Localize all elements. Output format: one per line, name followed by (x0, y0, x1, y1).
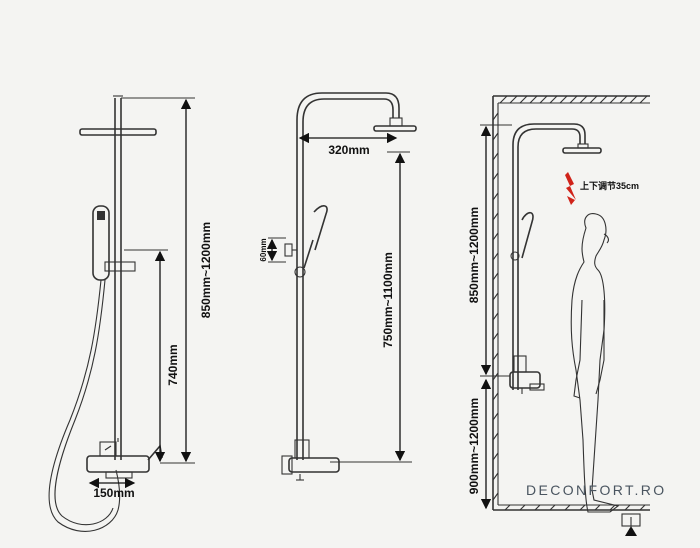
left-dim-lines (88, 97, 195, 489)
right-shower-column (509, 123, 602, 394)
left-hand-shower (48, 205, 136, 532)
middle-holder-size-label: 60mm (259, 238, 268, 261)
right-view: 上下调节35cm 850mm~1200mm 900mm~1200mm (467, 95, 650, 536)
left-height-range-label: 850mm~1200mm (199, 222, 213, 318)
middle-dim-lines (266, 132, 412, 463)
brand-watermark: DECONFORT.RO (526, 482, 667, 498)
right-dim-lines (480, 124, 512, 510)
right-upper-range-label: 850mm~1200mm (467, 207, 481, 303)
left-shower-column (79, 95, 157, 460)
middle-view: 320mm 60mm 750mm~1100mm (259, 92, 417, 481)
middle-arm-length-label: 320mm (328, 143, 369, 157)
red-zigzag-arrow-icon (565, 172, 576, 205)
right-lower-range-label: 900mm~1200mm (467, 398, 481, 494)
left-mixer-height-label: 740mm (166, 344, 180, 385)
standing-person-icon (570, 213, 620, 513)
middle-height-range-label: 750mm~1100mm (381, 252, 395, 348)
middle-mixer (281, 439, 340, 481)
left-mixer (86, 438, 163, 479)
left-spout-width-label: 150mm (93, 486, 134, 500)
middle-shower-column (296, 92, 417, 460)
left-view: 850mm~1200mm 740mm 150mm (48, 95, 213, 532)
middle-hand-shower (284, 205, 328, 278)
right-adjust-note: 上下调节35cm (580, 180, 639, 191)
drain-icon (621, 513, 641, 536)
